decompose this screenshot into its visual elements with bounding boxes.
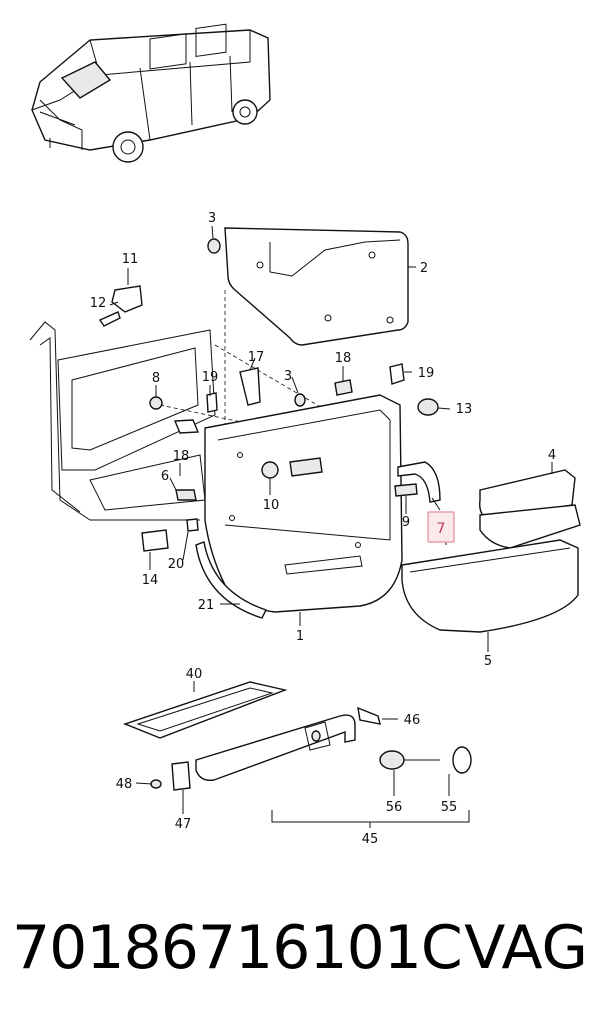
callout-20: 20 [168,557,185,572]
lower-pocket-5 [401,539,579,633]
tray-40 [122,681,288,739]
van-illustration [31,23,271,163]
callout-19-left: 19 [202,370,219,385]
callout-46: 46 [404,713,421,728]
highlight-box [427,511,455,543]
callout-4: 4 [548,448,556,463]
callout-9: 9 [402,515,410,530]
callout-11: 11 [122,252,139,267]
parts-diagram: 7 3 2 11 12 8 19 17 3 18 19 13 4 18 6 10… [29,23,581,847]
callout-5: 5 [484,654,492,669]
part-number: 70186716101C [12,913,463,983]
callout-10: 10 [263,498,280,513]
callout-21: 21 [198,598,215,613]
callout-3-top: 3 [208,211,216,226]
upper-panel-2 [224,227,409,346]
callout-17: 17 [248,350,265,365]
callout-19-right: 19 [418,366,435,381]
armrest-4 [479,469,581,549]
callout-2: 2 [420,261,428,276]
highlight-label: 7 [437,521,446,537]
seal-21 [195,541,267,619]
small-components [98,238,439,552]
trim-strip-7 [397,461,441,503]
callout-14: 14 [142,573,159,588]
callout-56: 56 [386,800,403,815]
callout-18-left: 18 [173,449,190,464]
callout-40: 40 [186,667,203,682]
callouts: 3 2 11 12 8 19 17 3 18 19 13 4 18 6 10 9… [90,211,556,847]
brand-name: VAG [464,913,588,983]
callout-8: 8 [152,371,160,386]
callout-1: 1 [296,629,304,644]
callout-3-mid: 3 [284,369,292,384]
callout-45: 45 [362,832,379,847]
door-trim-1 [204,394,403,613]
grab-handle-45 [150,706,472,828]
callout-48: 48 [116,777,133,792]
callout-18-top: 18 [335,351,352,366]
callout-12: 12 [90,296,107,311]
callout-13: 13 [456,402,473,417]
callout-55: 55 [441,800,458,815]
callout-47: 47 [175,817,192,832]
callout-6: 6 [161,469,169,484]
